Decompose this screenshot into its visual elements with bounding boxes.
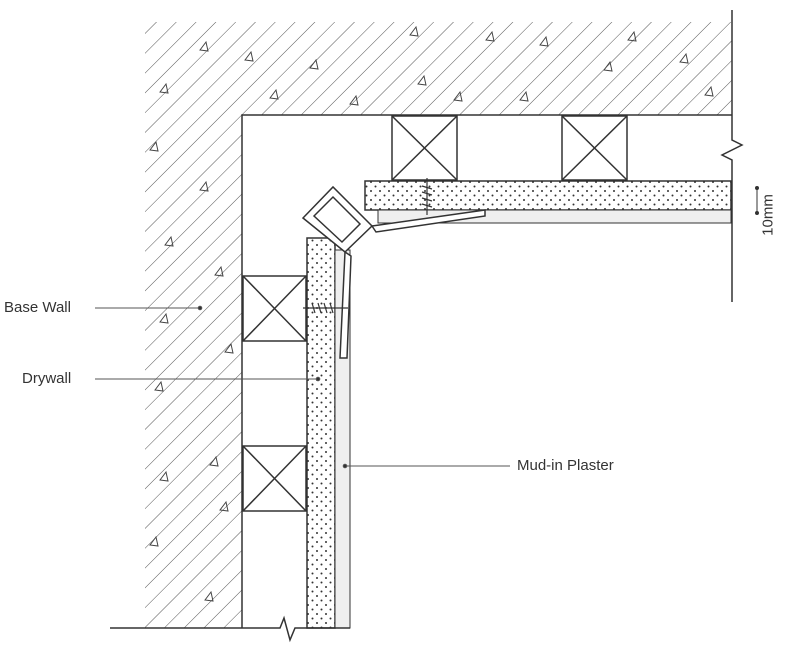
right-break-line xyxy=(720,10,744,302)
screw-left xyxy=(303,302,348,314)
leader-mud-in-plaster-dot xyxy=(342,463,348,469)
corner-profile xyxy=(301,185,486,359)
aggregate-marks xyxy=(149,25,714,602)
label-base-wall: Base Wall xyxy=(4,299,71,316)
base-wall xyxy=(145,22,732,628)
stud-left-1 xyxy=(242,275,307,342)
floor-line xyxy=(110,615,350,643)
label-mud-in-plaster: Mud-in Plaster xyxy=(517,457,614,474)
base-wall-outline xyxy=(241,114,732,628)
label-drywall: Drywall xyxy=(22,370,72,387)
label-dimension: 10mm xyxy=(759,194,777,236)
stud-top-2 xyxy=(561,115,628,181)
drywall-left xyxy=(306,237,336,629)
screw-top xyxy=(421,178,433,215)
leader-drywall-dot xyxy=(315,376,321,382)
stud-top-1 xyxy=(391,115,458,181)
drywall-top xyxy=(364,180,732,211)
dimension-marker xyxy=(755,186,759,215)
stud-left-2 xyxy=(242,445,307,512)
leader-base-wall-dot xyxy=(197,305,203,311)
